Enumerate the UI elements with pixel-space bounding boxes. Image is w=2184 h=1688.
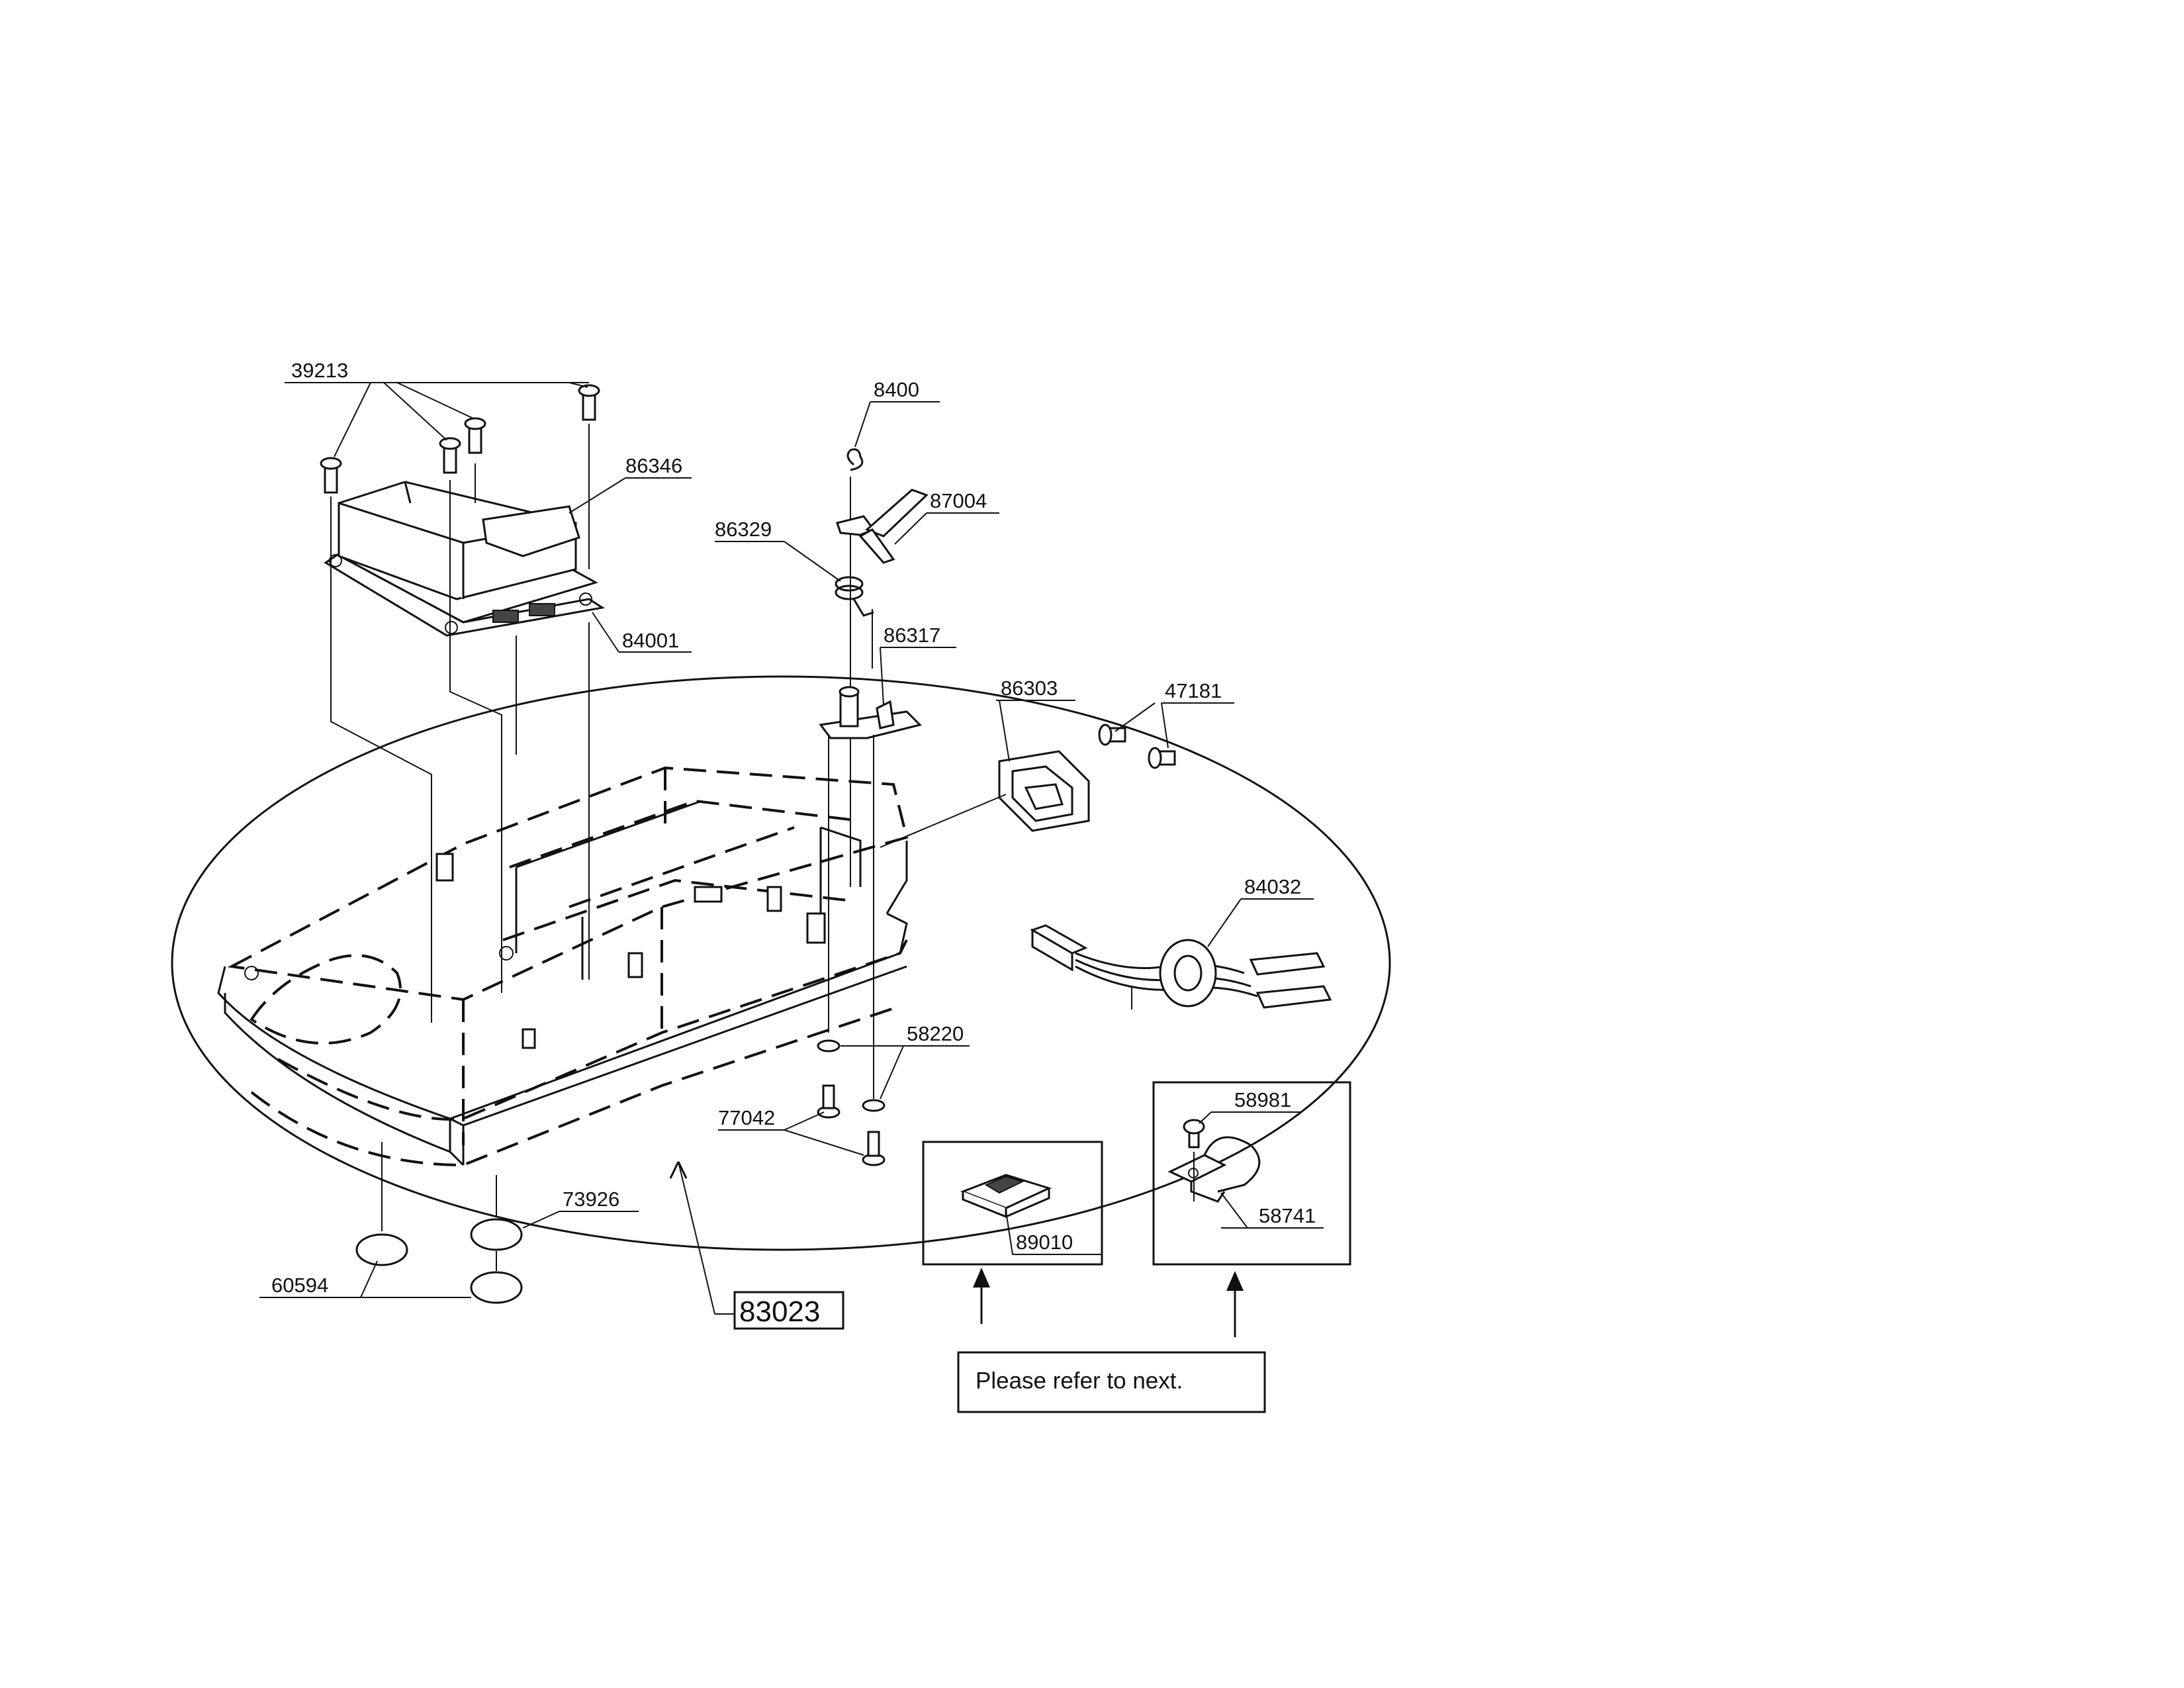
switch-assembly [819, 448, 929, 1099]
assembly-lines-left [330, 424, 590, 1023]
part-label-87004: 87004 [930, 489, 987, 512]
screw-parts-47181 [1098, 724, 1176, 769]
cable-harness-part [1030, 924, 1332, 1009]
note-box [957, 1351, 1266, 1413]
part-label-58220: 58220 [907, 1022, 964, 1045]
part-label-86303: 86303 [1001, 677, 1058, 700]
part-label-73926: 73926 [563, 1188, 619, 1211]
d-sub-connector-part [880, 750, 1090, 848]
base-assembly [171, 675, 1391, 1251]
part-label-77042: 77042 [718, 1106, 775, 1129]
up-arrow-icon [1226, 1271, 1244, 1337]
leader-lines [259, 382, 1314, 1315]
assembly-callout-box [733, 1291, 844, 1330]
part-label-86346: 86346 [625, 454, 682, 477]
part-label-86317: 86317 [884, 624, 940, 647]
note-text: Please refer to next. [976, 1368, 1183, 1393]
detail-box-58741 [1152, 1081, 1351, 1266]
part-label-89010: 89010 [1016, 1231, 1073, 1254]
part-label-84032: 84032 [1244, 875, 1301, 898]
part-label-47181: 47181 [1165, 679, 1222, 702]
up-arrow-icon [973, 1268, 990, 1324]
part-label-83023: 83023 [739, 1295, 820, 1328]
rubber-feet-parts [355, 1142, 523, 1304]
shield-cover-part [338, 481, 580, 600]
detail-box-89010 [922, 1141, 1103, 1266]
part-label-84001: 84001 [622, 629, 679, 652]
washer-screw-parts [817, 1039, 886, 1166]
part-label-8400: 8400 [874, 378, 919, 401]
part-label-58981: 58981 [1234, 1088, 1291, 1111]
part-label-60594: 60594 [271, 1274, 328, 1297]
part-label-39213: 39213 [291, 359, 348, 382]
part-label-58741: 58741 [1259, 1204, 1316, 1227]
part-label-86329: 86329 [715, 518, 772, 541]
screw-parts-39213 [320, 384, 600, 494]
